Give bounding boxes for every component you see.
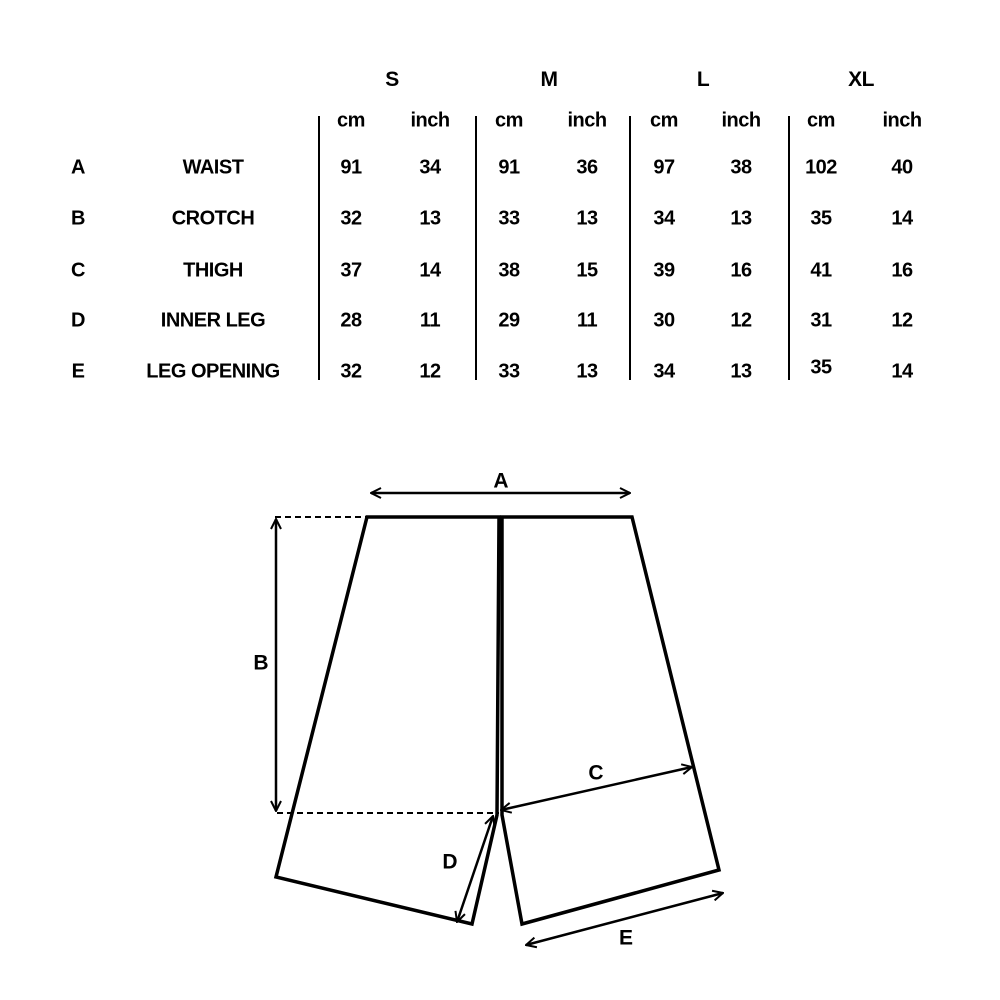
table-cell: 12 (730, 309, 752, 332)
row-name: INNER LEG (160, 309, 266, 332)
label-b: B (253, 652, 268, 675)
table-cell: 31 (810, 309, 832, 332)
row-name: THIGH (183, 259, 243, 282)
table-cell: 38 (730, 156, 752, 179)
label-e: E (619, 927, 633, 950)
unit-header: cm (337, 109, 365, 132)
table-cell: 32 (340, 207, 362, 230)
table-cell: 12 (419, 360, 441, 383)
table-cell: 33 (498, 207, 520, 230)
unit-header: cm (495, 109, 523, 132)
table-cell: 40 (891, 156, 913, 179)
row-name: WAIST (182, 156, 244, 179)
label-c: C (588, 762, 603, 785)
table-cell: 34 (419, 156, 441, 179)
left-leg-outline (273, 515, 501, 927)
table-cell: 91 (498, 156, 520, 179)
table-cell: 16 (730, 259, 752, 282)
column-divider (629, 116, 631, 380)
table-cell: 34 (653, 360, 675, 383)
table-cell: 12 (891, 309, 913, 332)
arrow-d (457, 816, 493, 922)
table-cell: 16 (891, 259, 913, 282)
table-cell: 33 (498, 360, 520, 383)
table-cell: 13 (730, 360, 752, 383)
unit-header: cm (650, 109, 678, 132)
table-cell: 28 (340, 309, 362, 332)
table-cell: 41 (810, 259, 832, 282)
table-cell: 29 (498, 309, 520, 332)
unit-header: inch (721, 109, 761, 132)
table-cell: 13 (730, 207, 752, 230)
unit-header: inch (882, 109, 922, 132)
table-cell: 37 (340, 259, 362, 282)
unit-header: inch (410, 109, 450, 132)
table-cell: 11 (576, 309, 598, 332)
row-name: CROTCH (171, 207, 255, 230)
column-divider (475, 116, 477, 380)
table-cell: 32 (340, 360, 362, 383)
size-header: M (540, 68, 559, 91)
table-cell: 36 (576, 156, 598, 179)
label-a: A (493, 470, 508, 493)
table-cell: 35 (810, 356, 832, 379)
row-letter: B (71, 207, 85, 230)
column-divider (318, 116, 320, 380)
arrow-c (501, 767, 692, 810)
unit-header: inch (567, 109, 607, 132)
table-cell: 102 (805, 156, 837, 179)
table-cell: 13 (419, 207, 441, 230)
label-d: D (442, 851, 457, 874)
table-cell: 14 (419, 259, 441, 282)
right-leg-outline (500, 515, 722, 927)
row-letter: C (71, 259, 85, 282)
arrow-e (526, 893, 723, 945)
table-cell: 14 (891, 207, 913, 230)
table-cell: 13 (576, 360, 598, 383)
row-letter: A (71, 156, 85, 179)
table-cell: 35 (810, 207, 832, 230)
table-cell: 39 (653, 259, 675, 282)
table-cell: 13 (576, 207, 598, 230)
row-letter: D (71, 309, 85, 332)
size-header: L (696, 68, 710, 91)
row-letter: E (71, 360, 85, 383)
table-cell: 34 (653, 207, 675, 230)
table-cell: 30 (653, 309, 675, 332)
unit-header: cm (807, 109, 835, 132)
table-cell: 38 (498, 259, 520, 282)
table-cell: 11 (419, 309, 441, 332)
column-divider (788, 116, 790, 380)
table-cell: 15 (576, 259, 598, 282)
size-header: XL (848, 68, 874, 91)
table-cell: 97 (653, 156, 675, 179)
table-cell: 14 (891, 360, 913, 383)
table-cell: 91 (340, 156, 362, 179)
size-header: S (385, 68, 399, 91)
row-name: LEG OPENING (146, 360, 280, 383)
